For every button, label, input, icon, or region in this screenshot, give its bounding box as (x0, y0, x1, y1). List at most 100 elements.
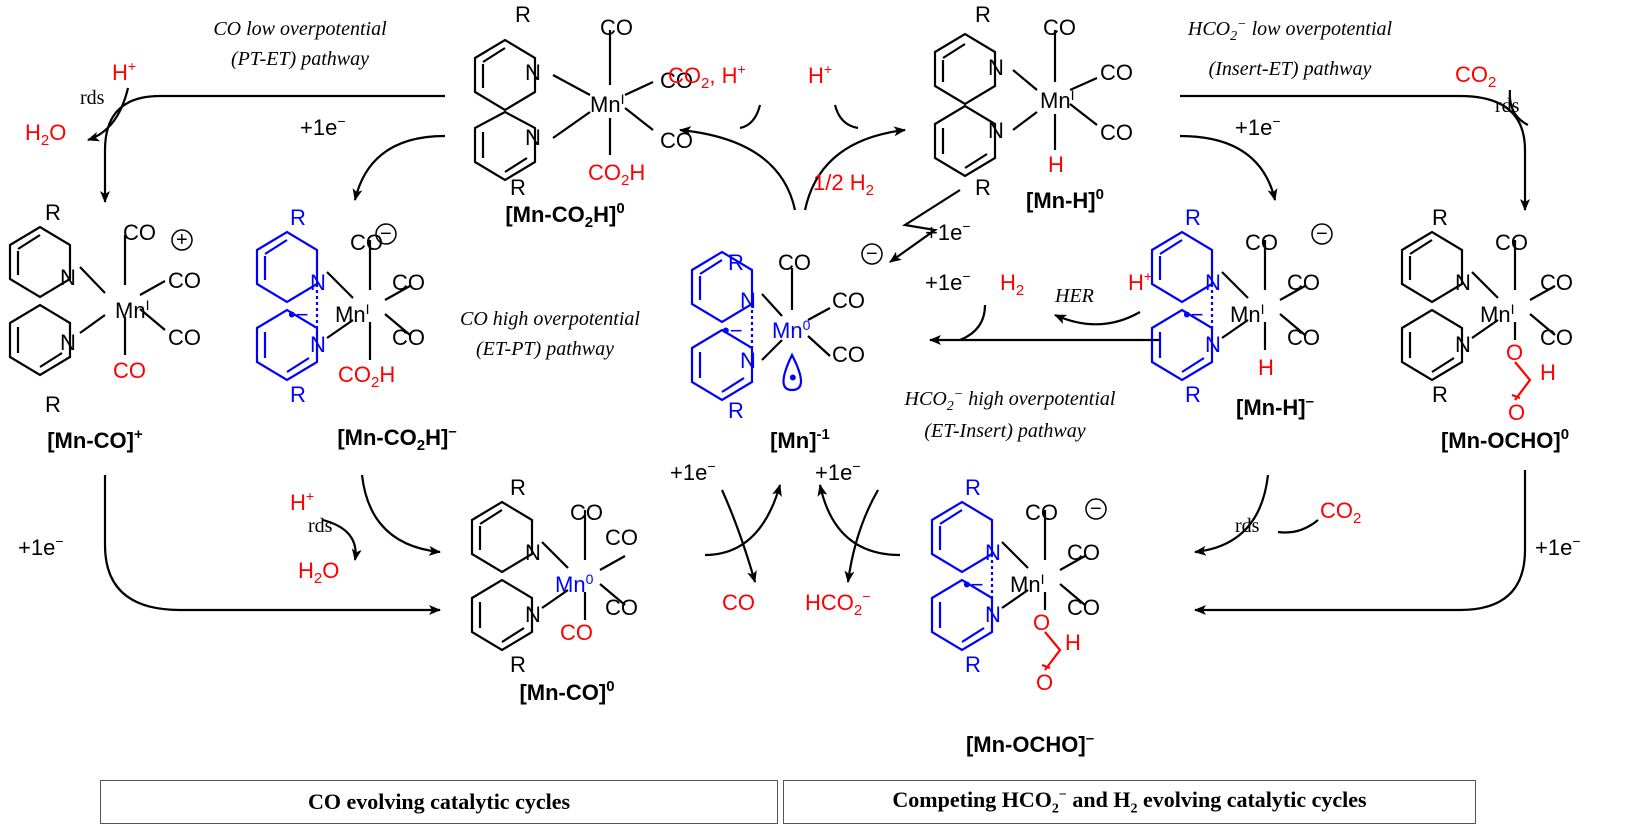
electron-label: +1e− (18, 533, 64, 560)
n-label: N (525, 602, 541, 627)
r-label: R (510, 652, 526, 677)
arrows (87, 87, 1530, 615)
n-label: N (985, 540, 1001, 565)
arrow-co-release (720, 489, 757, 583)
radical-dot: • (789, 365, 797, 390)
mn-label: MnI (1230, 301, 1264, 327)
arrow-mnh0-to-mnh-minus (1179, 134, 1278, 201)
radical-label: •− (722, 318, 743, 343)
arrow-e-her (959, 304, 987, 342)
mn-label: MnI (1010, 571, 1044, 597)
co-label: CO (600, 15, 633, 40)
radical-label: •− (963, 572, 984, 597)
co-label: CO (1067, 595, 1100, 620)
mn-label: Mn0 (772, 317, 811, 343)
h2-label: H2 (1000, 270, 1024, 299)
o-label: O (1033, 610, 1050, 635)
n-label: N (988, 118, 1004, 143)
arrow-hco2-release (844, 489, 879, 583)
label-mn-h-minus: [Mn-H]– (1236, 393, 1314, 420)
r-label: R (975, 2, 991, 27)
arrow-co2-lower (1277, 519, 1319, 534)
co2-label: CO2 (1320, 498, 1361, 527)
electron-label: +1e− (815, 458, 861, 485)
struct-mn-co-zero (470, 500, 626, 652)
co2-label: CO2 (1455, 62, 1496, 91)
co-label: CO (1100, 60, 1133, 85)
co-label: CO (1025, 500, 1058, 525)
n-label: N (310, 332, 326, 357)
co-label: CO (123, 220, 156, 245)
co-label: CO (832, 342, 865, 367)
radical-label: •− (1183, 302, 1204, 327)
arrow-mn-to-mnh0 (803, 126, 906, 211)
r-label: R (45, 392, 61, 417)
label-mn-minus1: [Mn]-1 (770, 426, 830, 453)
label-mn-ocho-minus: [Mn-OCHO]– (966, 730, 1094, 757)
h-plus: H+ (1128, 268, 1152, 295)
co-label: CO (113, 358, 146, 383)
h2o-label: H2O (25, 120, 66, 149)
h-plus: H+ (808, 61, 832, 88)
rds-label: rds (308, 515, 333, 537)
co-label: CO (605, 525, 638, 550)
arrow-mnco-plus-to-mnco0 (103, 475, 441, 615)
co-label: CO (1245, 230, 1278, 255)
arrow-h-to-h2o (87, 87, 130, 142)
arrow-co2h-to-mnco-plus (100, 94, 445, 203)
rds-label: rds (80, 87, 105, 109)
pathway-hco2-high-2: (ET-Insert) pathway (924, 420, 1085, 442)
electron-label: +1e− (670, 458, 716, 485)
arrow-h-to-h2o-lower (322, 518, 362, 561)
n-label: N (310, 270, 326, 295)
electron-label: +1e− (925, 268, 971, 295)
radical-label: •− (288, 302, 309, 327)
r-label: R (290, 205, 306, 230)
half-h2-label: 1/2 H2 (813, 170, 874, 199)
n-label: N (525, 540, 541, 565)
arrow-co2-reagent (1508, 89, 1529, 126)
h-label: H (1540, 360, 1556, 385)
arrow-mnocho0-to-mnocho-minus (1194, 470, 1527, 615)
r-label: R (728, 398, 744, 423)
co-label: CO (560, 620, 593, 645)
r-label: R (965, 652, 981, 677)
co2h-label: CO2H (588, 160, 645, 189)
label-mn-h-zero: [Mn-H]0 (1026, 186, 1104, 213)
n-label: N (740, 348, 756, 373)
struct-mn-h-zero (933, 30, 1098, 178)
her-label: HER (1054, 285, 1094, 307)
struct-mn-co2h-minus (255, 230, 411, 382)
pathway-labels: CO low overpotential (PT-ET) pathway HCO… (213, 17, 1392, 442)
r-label: R (515, 2, 531, 27)
caption-competing-text: Competing HCO2− and H2 evolving catalyti… (892, 786, 1367, 817)
r-label: R (1432, 205, 1448, 230)
charge-minus: − (1316, 223, 1328, 245)
struct-mn-h-minus (1150, 230, 1306, 382)
charge-plus: + (176, 229, 188, 251)
charge-minus: − (380, 223, 392, 245)
struct-mn-ocho-minus (930, 500, 1086, 671)
complex-names: [Mn-CO]+ [Mn-CO2H]– [Mn-CO2H]0 [Mn]-1 [M… (47, 186, 1569, 757)
mn-label: MnI (115, 297, 149, 323)
r-label: R (975, 175, 991, 200)
n-label: N (60, 265, 76, 290)
co-label: CO (168, 268, 201, 293)
co-label: CO (1495, 230, 1528, 255)
r-label: R (510, 175, 526, 200)
r-label: R (1432, 382, 1448, 407)
h2o-label: H2O (298, 558, 339, 587)
n-label: N (1455, 270, 1471, 295)
co-label: CO (1100, 120, 1133, 145)
co-label: CO (1287, 325, 1320, 350)
co-label: CO (350, 230, 383, 255)
r-label: R (728, 250, 744, 275)
rds-label: rds (1235, 515, 1260, 537)
struct-mn-co-plus (8, 225, 166, 377)
co-label: CO (778, 250, 811, 275)
n-label: N (985, 602, 1001, 627)
electron-label: +1e− (925, 218, 971, 245)
pathway-co-low: CO low overpotential (213, 18, 387, 40)
arrow-her (1054, 311, 1141, 326)
